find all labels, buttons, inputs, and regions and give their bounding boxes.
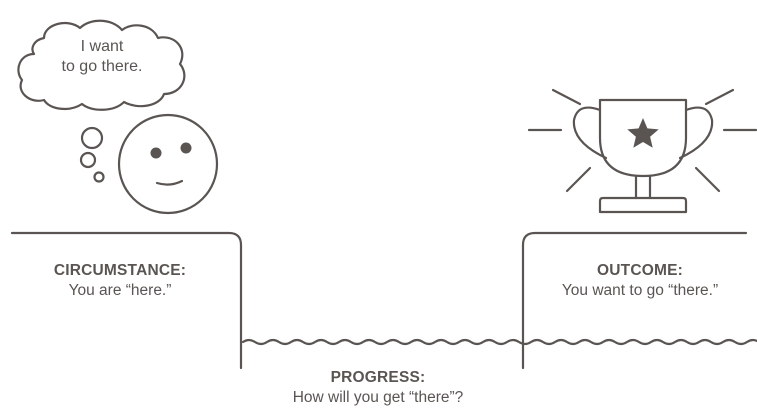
circumstance-heading: CIRCUMSTANCE: — [20, 262, 220, 281]
outcome-text: You want to go “there.” — [530, 282, 750, 301]
thought-dot-medium-icon — [81, 153, 95, 167]
star-icon — [627, 118, 658, 148]
thought-dot-small-icon — [95, 173, 104, 182]
progress-block: PROGRESS: How will you get “there”? — [278, 369, 478, 407]
left-eye-icon — [151, 148, 162, 159]
smiley-face-icon — [119, 115, 217, 213]
circumstance-text: You are “here.” — [20, 282, 220, 301]
water-wave-icon — [243, 340, 757, 344]
right-cliff-edge — [523, 233, 746, 368]
progress-heading: PROGRESS: — [278, 369, 478, 388]
right-eye-icon — [181, 143, 192, 154]
circumstance-block: CIRCUMSTANCE: You are “here.” — [20, 262, 220, 300]
thought-line-2: to go there. — [42, 57, 162, 77]
progress-text: How will you get “there”? — [278, 389, 478, 408]
thought-line-1: I want — [42, 37, 162, 57]
trophy-icon — [574, 100, 712, 212]
thought-bubble-text: I want to go there. — [42, 37, 162, 76]
thought-dot-large-icon — [82, 128, 102, 148]
left-cliff-edge — [12, 233, 241, 368]
outcome-heading: OUTCOME: — [530, 262, 750, 281]
outcome-block: OUTCOME: You want to go “there.” — [530, 262, 750, 300]
